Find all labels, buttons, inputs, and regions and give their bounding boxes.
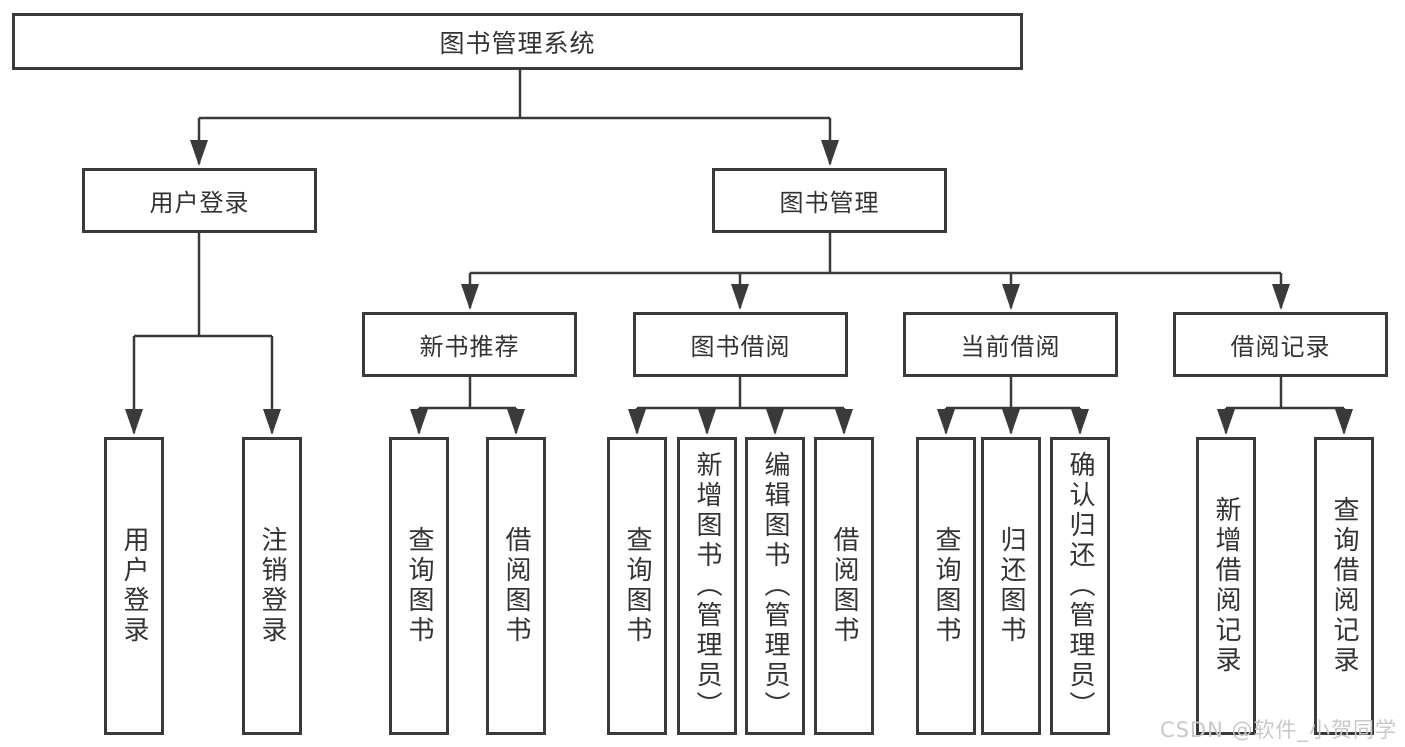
- node-label: 借阅记录: [1230, 333, 1331, 361]
- leaf-query-book-3: 查询图书: [916, 437, 976, 735]
- leaf-label: 新增借阅记录: [1211, 496, 1241, 676]
- leaf-query-borrow-record: 查询借阅记录: [1314, 437, 1374, 735]
- node-library-management-system: 图书管理系统: [12, 13, 1023, 70]
- leaf-label: 用户登录: [119, 526, 149, 646]
- node-new-book-recommend: 新书推荐: [362, 312, 577, 377]
- node-label: 用户登录: [149, 189, 250, 217]
- leaf-label: 查询借阅记录: [1329, 496, 1359, 676]
- leaf-label: 新增图书（管理员）: [692, 451, 722, 721]
- leaf-label: 查询图书: [622, 526, 652, 646]
- node-label: 图书管理系统: [439, 28, 596, 58]
- leaf-label: 确认归还（管理员）: [1065, 451, 1095, 721]
- leaf-add-book-admin: 新增图书（管理员）: [677, 437, 737, 735]
- csdn-watermark: CSDN @软件_小贺同学: [1159, 718, 1397, 742]
- leaf-label: 查询图书: [931, 526, 961, 646]
- leaf-label: 注销登录: [257, 526, 287, 646]
- node-current-borrow: 当前借阅: [903, 312, 1118, 377]
- leaf-label: 归还图书: [996, 526, 1026, 646]
- leaf-logout: 注销登录: [242, 437, 302, 735]
- leaf-label: 查询图书: [404, 526, 434, 646]
- leaf-label: 编辑图书（管理员）: [760, 451, 790, 721]
- leaf-query-book-1: 查询图书: [389, 437, 449, 735]
- leaf-add-borrow-record: 新增借阅记录: [1196, 437, 1256, 735]
- leaf-borrow-book-1: 借阅图书: [486, 437, 546, 735]
- leaf-return-book: 归还图书: [981, 437, 1041, 735]
- node-label: 新书推荐: [419, 333, 520, 361]
- node-borrow-records: 借阅记录: [1173, 312, 1388, 377]
- node-book-borrow: 图书借阅: [633, 312, 848, 377]
- leaf-user-login: 用户登录: [104, 437, 164, 735]
- node-label: 图书管理: [779, 189, 880, 217]
- node-label: 图书借阅: [690, 333, 791, 361]
- leaf-query-book-2: 查询图书: [607, 437, 667, 735]
- leaf-borrow-book-2: 借阅图书: [814, 437, 874, 735]
- node-user-login: 用户登录: [82, 168, 317, 233]
- leaf-edit-book-admin: 编辑图书（管理员）: [745, 437, 805, 735]
- leaf-confirm-return-admin: 确认归还（管理员）: [1050, 437, 1110, 735]
- leaf-label: 借阅图书: [829, 526, 859, 646]
- node-label: 当前借阅: [960, 333, 1061, 361]
- node-book-management: 图书管理: [712, 168, 947, 233]
- leaf-label: 借阅图书: [501, 526, 531, 646]
